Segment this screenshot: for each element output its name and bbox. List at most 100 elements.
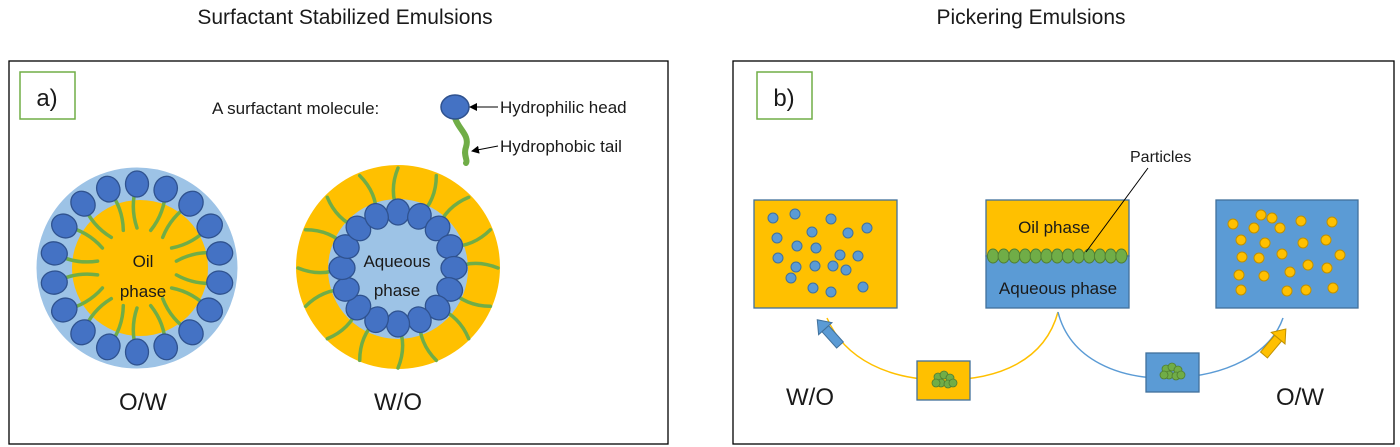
ow-surfactant-heads — [40, 170, 234, 366]
interface-particle — [1104, 248, 1117, 264]
water-droplet — [785, 272, 797, 284]
oil-droplet — [1235, 284, 1247, 296]
surfactant-head — [70, 319, 96, 346]
surfactant-head — [196, 213, 223, 239]
surfactant-head — [51, 213, 78, 239]
surfactant-head — [206, 270, 234, 295]
surfactant-head — [95, 175, 121, 203]
water-droplet — [842, 227, 854, 239]
oil-droplet — [1295, 215, 1307, 227]
water-droplet — [840, 264, 852, 276]
left-panel-label-box — [19, 71, 76, 120]
legend-tail-pointer — [471, 145, 499, 154]
arrow-to-ow — [1259, 328, 1287, 359]
oil-droplet — [1248, 222, 1260, 234]
oil-droplet — [1334, 249, 1346, 261]
interface-particle — [1040, 248, 1053, 264]
cluster-particle — [931, 378, 941, 388]
legend-tail-label: Hydrophobic tail — [500, 137, 622, 156]
ow-droplet — [36, 167, 238, 369]
surfactant-head — [153, 175, 179, 203]
surfactant-head — [51, 297, 78, 323]
oil-droplet — [1327, 282, 1339, 294]
oil-droplet — [1266, 212, 1278, 224]
surfactant-legend-intro: A surfactant molecule: — [212, 99, 379, 118]
oil-droplet — [1297, 237, 1309, 249]
surfactant-head — [178, 190, 204, 217]
water-droplet — [791, 240, 803, 252]
oil-phase-region — [985, 199, 1130, 257]
surfactant-head — [70, 190, 96, 217]
surfactant-head — [153, 333, 179, 361]
oil-droplet — [1302, 259, 1314, 271]
surfactant-head — [124, 170, 150, 198]
legend-tail — [452, 115, 470, 166]
wo-water-droplets — [767, 208, 873, 298]
water-droplet — [810, 242, 822, 254]
interface-particle — [1115, 248, 1128, 264]
cluster-particle — [1159, 370, 1169, 380]
oil-droplet — [1276, 248, 1288, 260]
oil-droplet — [1235, 234, 1247, 246]
interface-particle — [1072, 248, 1085, 264]
oil-droplet — [1258, 270, 1270, 282]
right-left-caption: W/O — [786, 384, 834, 411]
legend-head — [440, 94, 470, 120]
surfactant-head — [385, 198, 411, 226]
right-panel-label-box — [756, 71, 813, 120]
water-droplet — [790, 261, 802, 273]
interface-particle — [1029, 248, 1042, 264]
surfactant-head — [124, 338, 150, 366]
right-title: Pickering Emulsions — [936, 6, 1125, 29]
wo-caption: W/O — [374, 389, 422, 416]
wo-inner-label-line1: Aqueous — [363, 252, 430, 271]
surfactant-head — [40, 270, 68, 295]
surfactant-head — [206, 241, 234, 266]
oil-droplet — [1253, 252, 1265, 264]
water-droplet — [772, 252, 784, 264]
wo-surfactant-heads — [328, 198, 468, 338]
particle-cluster-yellow — [931, 370, 958, 389]
interface-particle — [986, 248, 1000, 264]
surfactant-head — [328, 255, 356, 281]
left-panel-label: a) — [36, 85, 57, 112]
oil-droplet — [1227, 218, 1239, 230]
interface-particle — [1019, 248, 1032, 264]
oil-droplet — [1274, 222, 1286, 234]
surfactant-head — [196, 297, 223, 323]
oil-droplet — [1326, 216, 1338, 228]
aqueous-phase-region — [985, 255, 1130, 309]
water-droplet — [834, 249, 846, 261]
water-droplet — [807, 282, 819, 294]
left-title: Surfactant Stabilized Emulsions — [197, 6, 492, 29]
oil-droplet — [1233, 269, 1245, 281]
right-right-caption: O/W — [1276, 384, 1324, 411]
interface-particle — [1008, 248, 1021, 264]
water-droplet — [771, 232, 783, 244]
oil-droplet — [1281, 285, 1293, 297]
ow-inner-label-line1: Oil — [133, 252, 154, 271]
oil-droplet — [1320, 234, 1332, 246]
water-droplet — [825, 286, 837, 298]
interface-particles — [986, 248, 1128, 264]
water-droplet — [852, 250, 864, 262]
particles-pointer — [1085, 167, 1149, 253]
water-droplet — [767, 212, 779, 224]
wo-inner-label-line2: phase — [374, 281, 420, 300]
oil-droplet — [1321, 262, 1333, 274]
cluster-particle — [948, 378, 958, 388]
cluster-particle — [1176, 370, 1186, 380]
surfactant-head — [385, 310, 411, 338]
oil-droplet — [1255, 209, 1267, 221]
arrow-to-wo — [816, 319, 845, 349]
wo-droplet — [296, 165, 500, 370]
interface-particle — [1051, 248, 1064, 264]
water-droplet — [806, 226, 818, 238]
surfactant-head — [440, 255, 468, 281]
oil-droplet — [1300, 284, 1312, 296]
oil-droplet — [1236, 251, 1248, 263]
aqueous-phase-label: Aqueous phase — [999, 279, 1117, 298]
water-droplet — [825, 213, 837, 225]
particle-cluster-blue — [1159, 362, 1186, 381]
